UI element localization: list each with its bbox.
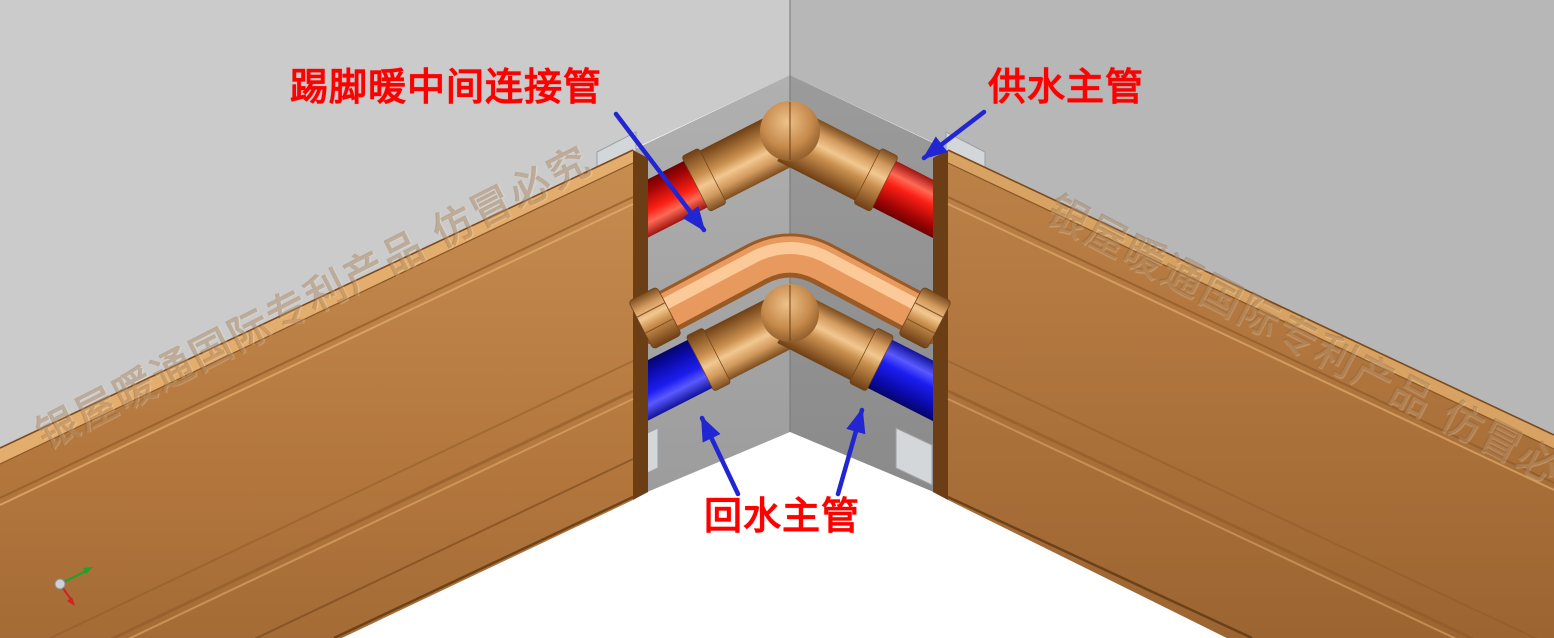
label-supply-main: 供水主管 — [988, 67, 1145, 109]
floor-bracket-right — [895, 427, 933, 486]
lower-elbow-socket-right — [849, 328, 894, 391]
wall-right — [790, 0, 1554, 435]
lower-elbow-socket-left — [686, 328, 731, 391]
baseboard-right-end-face — [933, 150, 948, 500]
wall-left — [0, 0, 790, 448]
pipe-assembly — [612, 101, 968, 427]
connector-pipe-highlight — [640, 242, 940, 320]
connector-union-nuts — [629, 287, 951, 349]
arrow-middle-connector — [613, 111, 707, 233]
arrow-return-main-left — [699, 415, 741, 497]
union-nut-left — [629, 287, 681, 349]
arrow-return-main-right — [835, 407, 866, 497]
label-return-main: 回水主管 — [704, 496, 861, 538]
walls — [0, 0, 1554, 448]
ucs-axis-icon — [54, 567, 93, 606]
union-nut-right — [899, 287, 951, 349]
middle-connector-pipe-group — [626, 233, 954, 344]
upper-elbow-socket-left — [682, 148, 726, 212]
baseboard-right — [933, 149, 1554, 638]
upper-elbow-socket-right — [854, 148, 898, 212]
arrow-supply-main — [921, 109, 987, 161]
baseboard-left-front-face — [0, 163, 633, 638]
baseboard-left-top-face — [0, 150, 633, 464]
annotation-arrows — [613, 109, 987, 497]
connector-pipe-body — [630, 236, 950, 339]
baseboard-right-front-face — [948, 163, 1554, 638]
label-middle-connector: 踢脚暖中间连接管 — [290, 67, 603, 109]
baseboard-right-top-face — [948, 150, 1554, 449]
